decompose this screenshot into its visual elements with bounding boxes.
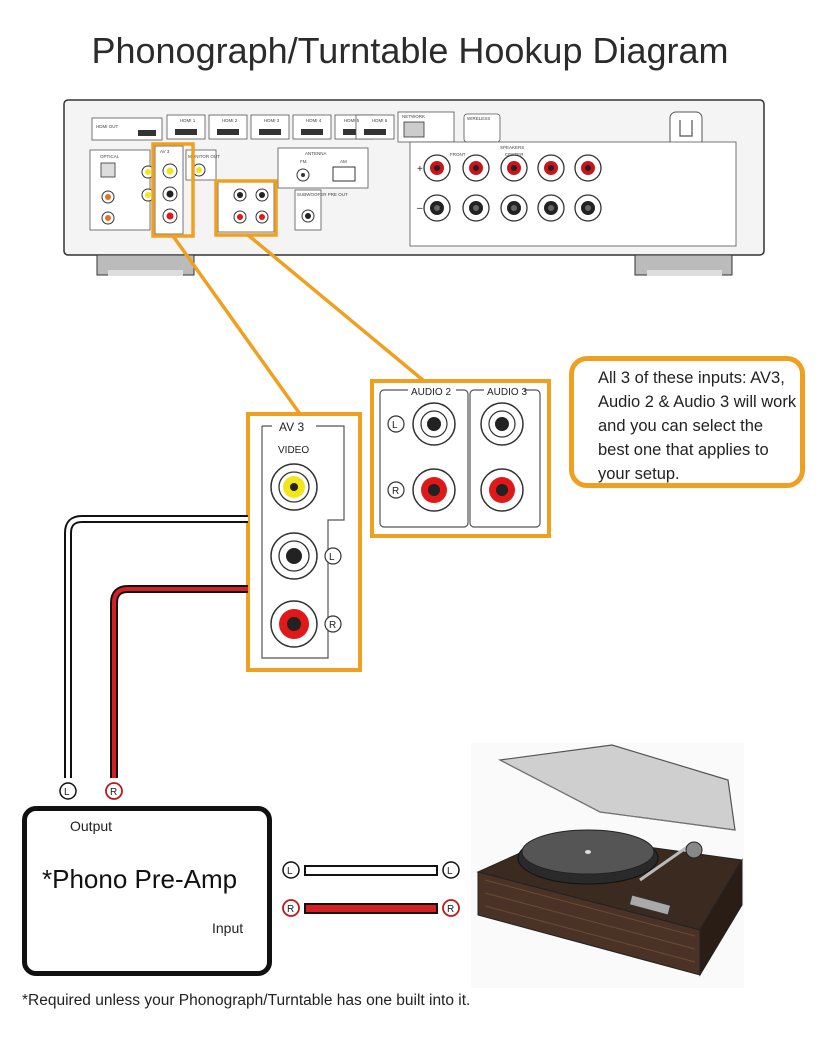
hdmi-2-label: HDMI 2 xyxy=(222,118,238,123)
audio3-right-jack xyxy=(480,468,524,512)
turntable-white-cable xyxy=(304,865,438,876)
audio2-label: AUDIO 2 xyxy=(411,387,451,398)
audio-right-label: R xyxy=(392,486,399,497)
av3-right-jack xyxy=(270,600,318,648)
optical-label: OPTICAL xyxy=(100,154,120,159)
turntable-red-cable xyxy=(304,903,438,914)
av3-heading: AV 3 xyxy=(279,420,304,434)
audio-callout-line xyxy=(246,233,426,383)
turntable-illustration xyxy=(471,743,744,988)
turntable-right-label: R xyxy=(447,904,454,915)
audio2-right-jack xyxy=(412,468,456,512)
preamp-output-label: Output xyxy=(70,818,113,834)
am-label: AM xyxy=(340,159,347,164)
monitor-out-label: MONITOR OUT xyxy=(188,154,220,159)
audio3-left-jack xyxy=(480,402,524,446)
red-cable xyxy=(110,585,248,778)
network-label: NETWORK xyxy=(402,114,425,119)
audio-left-label: L xyxy=(392,420,398,431)
hdmi-5-label: HDMI 5 xyxy=(344,118,360,123)
av3-right-label: R xyxy=(329,620,336,631)
footnote: *Required unless your Phonograph/Turntab… xyxy=(22,992,471,1009)
antenna-label: ANTENNA xyxy=(305,151,327,156)
av3-panel: AV 3 VIDEO L R xyxy=(246,412,362,672)
hdmi-1-label: HDMI 1 xyxy=(180,118,196,123)
receiver-av3-label: AV 3 xyxy=(160,149,170,154)
speaker-terminals xyxy=(423,154,602,222)
audio-panel: AUDIO 2 AUDIO 3 L R xyxy=(370,379,551,538)
hdmi-ports xyxy=(166,114,395,140)
preamp-input-label: Input xyxy=(212,920,244,936)
front-label: FRONT xyxy=(450,152,466,157)
input-right-label: R xyxy=(287,904,294,915)
note-text: All 3 of these inputs: AV3, Audio 2 & Au… xyxy=(598,369,797,483)
speakers-label: SPEAKERS xyxy=(500,145,524,150)
av3-left-label: L xyxy=(329,552,335,563)
output-left-label: L xyxy=(64,787,70,798)
svg-text:+: + xyxy=(417,164,423,175)
av3-left-jack xyxy=(270,532,318,580)
subwoofer-label: SUBWOOFER PRE OUT xyxy=(297,192,348,197)
turntable-left-label: L xyxy=(447,866,453,877)
av3-callout-line xyxy=(171,234,302,416)
hdmi-4-label: HDMI 4 xyxy=(306,118,322,123)
audio2-left-jack xyxy=(412,402,456,446)
fm-label: FM xyxy=(300,159,307,164)
white-cable xyxy=(64,515,248,778)
video-label: VIDEO xyxy=(278,445,309,456)
input-left-label: L xyxy=(287,866,293,877)
hdmi-6-label: HDMI 6 xyxy=(372,118,388,123)
audio-highlight xyxy=(214,179,278,237)
page-title: Phonograph/Turntable Hookup Diagram xyxy=(91,30,729,71)
svg-text:–: – xyxy=(417,203,423,214)
note-callout xyxy=(569,356,805,488)
output-right-label: R xyxy=(110,787,117,798)
phono-preamp-box xyxy=(22,806,272,976)
hdmi-out-label: HDMI OUT xyxy=(96,124,118,129)
wireless-label: WIRELESS xyxy=(467,116,490,121)
audio3-label: AUDIO 3 xyxy=(487,387,527,398)
preamp-title: *Phono Pre-Amp xyxy=(42,864,238,894)
hdmi-3-label: HDMI 3 xyxy=(264,118,280,123)
video-jack xyxy=(270,463,318,511)
receiver-back-panel: HDMI OUT HDMI 1 HDMI 2 HDMI 3 HDMI 4 HDM… xyxy=(63,99,765,276)
